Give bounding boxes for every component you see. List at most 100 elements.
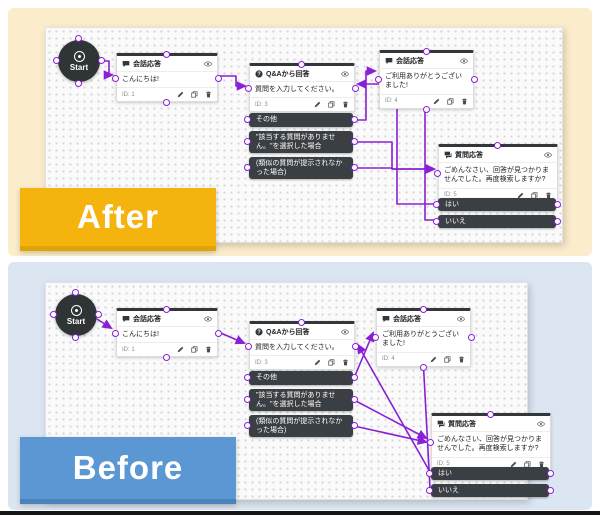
port[interactable] (244, 422, 251, 429)
port[interactable] (433, 200, 440, 208)
retry-option-yes[interactable]: はい (433, 198, 561, 211)
eye-icon[interactable] (537, 420, 545, 428)
port[interactable] (419, 363, 427, 371)
pencil-icon[interactable] (433, 98, 440, 105)
pencil-icon[interactable] (177, 91, 184, 98)
port[interactable] (53, 57, 60, 64)
port[interactable] (72, 334, 79, 341)
port[interactable] (433, 217, 440, 225)
copy-icon[interactable] (447, 98, 454, 105)
retry-option-no[interactable]: いいえ (426, 484, 554, 497)
port[interactable] (75, 80, 82, 87)
copy-icon[interactable] (191, 346, 198, 353)
port[interactable] (298, 61, 305, 68)
port[interactable] (422, 105, 430, 113)
qa-option-no-similar[interactable]: (類似の質問が提示されなかった場合) (244, 157, 358, 179)
qa-option-no-match[interactable]: "該当する質問がありません。"を選択した場合 (244, 131, 358, 153)
eye-icon[interactable] (204, 315, 212, 323)
port[interactable] (244, 116, 251, 123)
port[interactable] (419, 306, 427, 313)
trash-icon[interactable] (205, 91, 212, 98)
start-node[interactable]: Start (53, 35, 105, 87)
port[interactable] (351, 396, 358, 403)
eye-icon[interactable] (457, 315, 465, 323)
node-greet[interactable]: 会話応答 こんにちは! ID: 1 (112, 306, 222, 362)
port[interactable] (215, 74, 222, 82)
port[interactable] (426, 469, 433, 477)
after-flow-canvas[interactable]: Start 会話応答 こんにちは! ID: 1 Q&Aから回答 質問を入力してく… (45, 27, 563, 243)
port[interactable] (75, 35, 82, 42)
qa-option-other[interactable]: その他 (244, 113, 358, 127)
port[interactable] (547, 486, 554, 494)
retry-option-no[interactable]: いいえ (433, 215, 561, 228)
port[interactable] (351, 422, 358, 429)
node-retry[interactable]: 質問応答 ごめんなさい、回答が見つかりませんでした。再度検索しますか? ID: … (434, 142, 558, 203)
trash-icon[interactable] (458, 356, 465, 363)
port[interactable] (351, 138, 358, 145)
port[interactable] (112, 329, 119, 337)
port[interactable] (50, 311, 57, 318)
eye-icon[interactable] (460, 57, 468, 65)
qa-option-other[interactable]: その他 (244, 371, 358, 385)
port[interactable] (352, 342, 359, 350)
retry-option-yes[interactable]: はい (426, 467, 554, 480)
node-qa[interactable]: Q&Aから回答 質問を入力してください。 ID: 3 (245, 319, 359, 371)
pencil-icon[interactable] (430, 356, 437, 363)
node-greet[interactable]: 会話応答 こんにちは! ID: 1 (112, 51, 222, 107)
eye-icon[interactable] (204, 60, 212, 68)
port[interactable] (468, 334, 475, 342)
trash-icon[interactable] (342, 359, 349, 366)
port[interactable] (351, 164, 358, 171)
port[interactable] (554, 200, 561, 208)
copy-icon[interactable] (328, 359, 335, 366)
eye-icon[interactable] (544, 151, 552, 159)
eye-icon[interactable] (341, 328, 349, 336)
port[interactable] (244, 396, 251, 403)
node-thanks[interactable]: 会話応答 ご利用ありがとうございました! ID: 4 (372, 306, 475, 371)
port[interactable] (245, 84, 252, 92)
port[interactable] (547, 469, 554, 477)
port[interactable] (112, 74, 119, 82)
port[interactable] (426, 486, 433, 494)
pencil-icon[interactable] (314, 359, 321, 366)
trash-icon[interactable] (205, 346, 212, 353)
copy-icon[interactable] (444, 356, 451, 363)
port[interactable] (95, 311, 102, 318)
trash-icon[interactable] (461, 98, 468, 105)
eye-icon[interactable] (341, 70, 349, 78)
port[interactable] (471, 76, 478, 84)
port[interactable] (163, 354, 170, 362)
node-id: ID: 1 (122, 346, 135, 353)
port[interactable] (351, 374, 358, 381)
port[interactable] (351, 116, 358, 123)
port[interactable] (98, 57, 105, 64)
port[interactable] (163, 99, 170, 107)
node-thanks[interactable]: 会話応答 ご利用ありがとうございました! ID: 4 (375, 48, 478, 113)
port[interactable] (554, 217, 561, 225)
port[interactable] (298, 319, 305, 326)
port[interactable] (375, 76, 382, 84)
port[interactable] (215, 329, 222, 337)
node-retry[interactable]: 質問応答 ごめんなさい、回答が見つかりませんでした。再度検索しますか? ID: … (427, 411, 551, 472)
node-qa[interactable]: Q&Aから回答 質問を入力してください。 ID: 3 (245, 61, 359, 113)
pencil-icon[interactable] (177, 346, 184, 353)
qa-option-no-similar[interactable]: (類似の質問が提示されなかった場合) (244, 415, 358, 437)
start-node[interactable]: Start (50, 289, 102, 341)
port[interactable] (434, 170, 441, 178)
qa-option-no-match[interactable]: "該当する質問がありません。"を選択した場合 (244, 389, 358, 411)
port[interactable] (422, 48, 430, 55)
port[interactable] (72, 289, 79, 296)
port[interactable] (244, 164, 251, 171)
port[interactable] (244, 374, 251, 381)
copy-icon[interactable] (328, 101, 335, 108)
port[interactable] (244, 138, 251, 145)
copy-icon[interactable] (191, 91, 198, 98)
port[interactable] (163, 306, 170, 313)
trash-icon[interactable] (342, 101, 349, 108)
port[interactable] (487, 411, 494, 418)
port[interactable] (494, 142, 501, 149)
port[interactable] (352, 84, 359, 92)
pencil-icon[interactable] (314, 101, 321, 108)
port[interactable] (163, 51, 170, 58)
port[interactable] (245, 342, 252, 350)
